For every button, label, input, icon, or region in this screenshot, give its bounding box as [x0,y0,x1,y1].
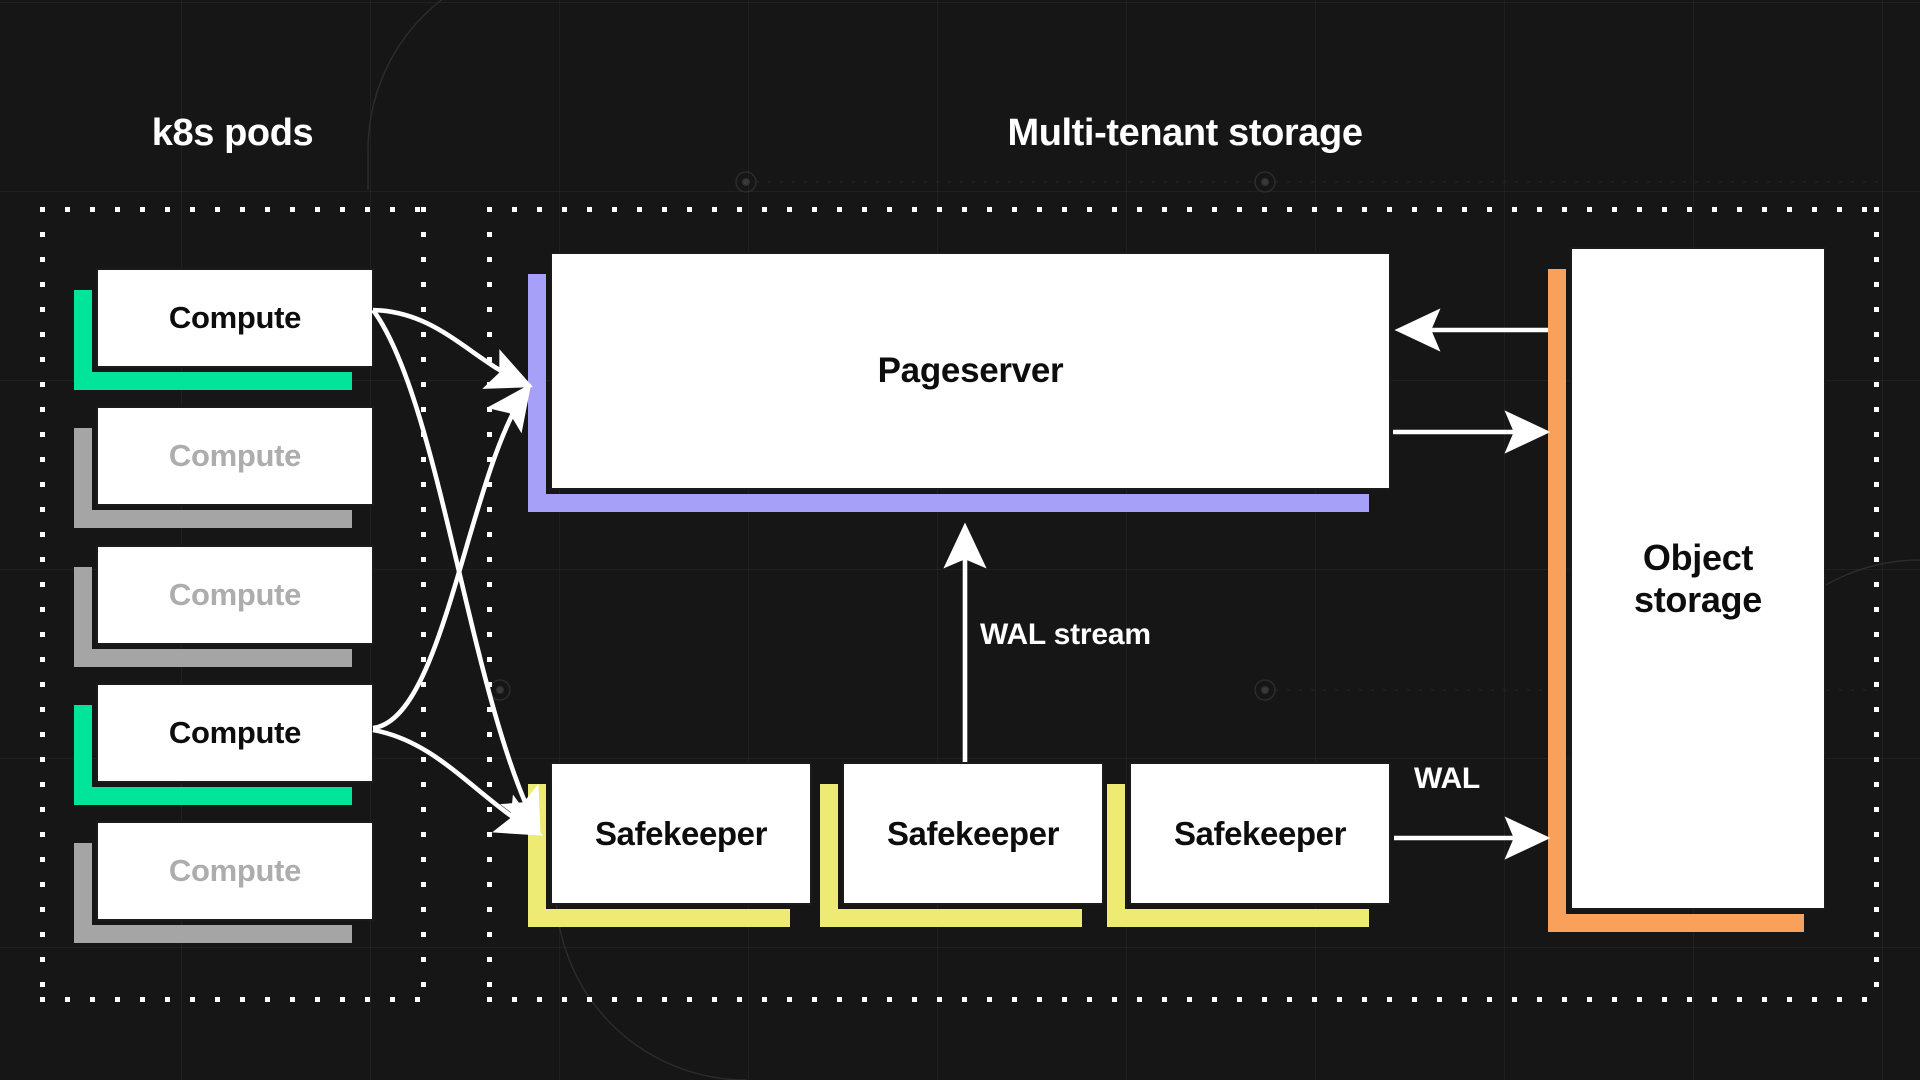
compute-node-5[interactable]: Compute [74,821,374,943]
object-storage-accent-bar [1548,269,1804,932]
compute-label: Compute [168,577,302,613]
compute-node-4[interactable]: Compute [74,683,374,805]
compute-label: Compute [168,438,302,474]
compute-card: Compute [96,545,374,645]
wal-label: WAL [1414,762,1481,795]
safekeeper-node-2[interactable]: Safekeeper [820,762,1104,927]
pageserver-card: Pageserver [550,252,1391,490]
safekeeper-accent-bar [820,784,1082,927]
compute-accent-bar [74,567,352,667]
wal-stream-label: WAL stream [980,618,1151,651]
safekeeper-card: Safekeeper [1129,762,1391,905]
safekeeper-card: Safekeeper [842,762,1104,905]
compute-node-1[interactable]: Compute [74,268,374,390]
object-storage-card: Object storage [1570,247,1826,910]
compute-card: Compute [96,406,374,506]
compute-label: Compute [168,300,302,336]
compute-node-3[interactable]: Compute [74,545,374,667]
k8s-pods-title: k8s pods [151,112,314,154]
safekeeper-accent-bar [1107,784,1369,927]
safekeeper-node-1[interactable]: Safekeeper [528,762,812,927]
compute-accent-bar [74,290,352,390]
object-storage-label-line2: storage [1634,578,1762,620]
safekeeper-card: Safekeeper [550,762,812,905]
compute-card: Compute [96,268,374,368]
compute-label: Compute [168,853,302,889]
safekeeper-node-3[interactable]: Safekeeper [1107,762,1391,927]
compute-label: Compute [168,715,302,751]
multi-tenant-storage-title: Multi-tenant storage [1007,112,1363,154]
object-storage-node[interactable]: Object storage [1548,247,1826,932]
object-storage-label: Object storage [1634,537,1762,620]
compute-card: Compute [96,821,374,921]
pageserver-node[interactable]: Pageserver [528,252,1391,512]
pageserver-label: Pageserver [877,350,1064,390]
compute-accent-bar [74,843,352,943]
safekeeper-label: Safekeeper [1173,814,1347,852]
compute-node-2[interactable]: Compute [74,406,374,528]
compute-card: Compute [96,683,374,783]
object-storage-label-line1: Object [1642,537,1754,579]
compute-accent-bar [74,428,352,528]
safekeeper-label: Safekeeper [594,814,768,852]
safekeeper-label: Safekeeper [886,814,1060,852]
compute-accent-bar [74,705,352,805]
